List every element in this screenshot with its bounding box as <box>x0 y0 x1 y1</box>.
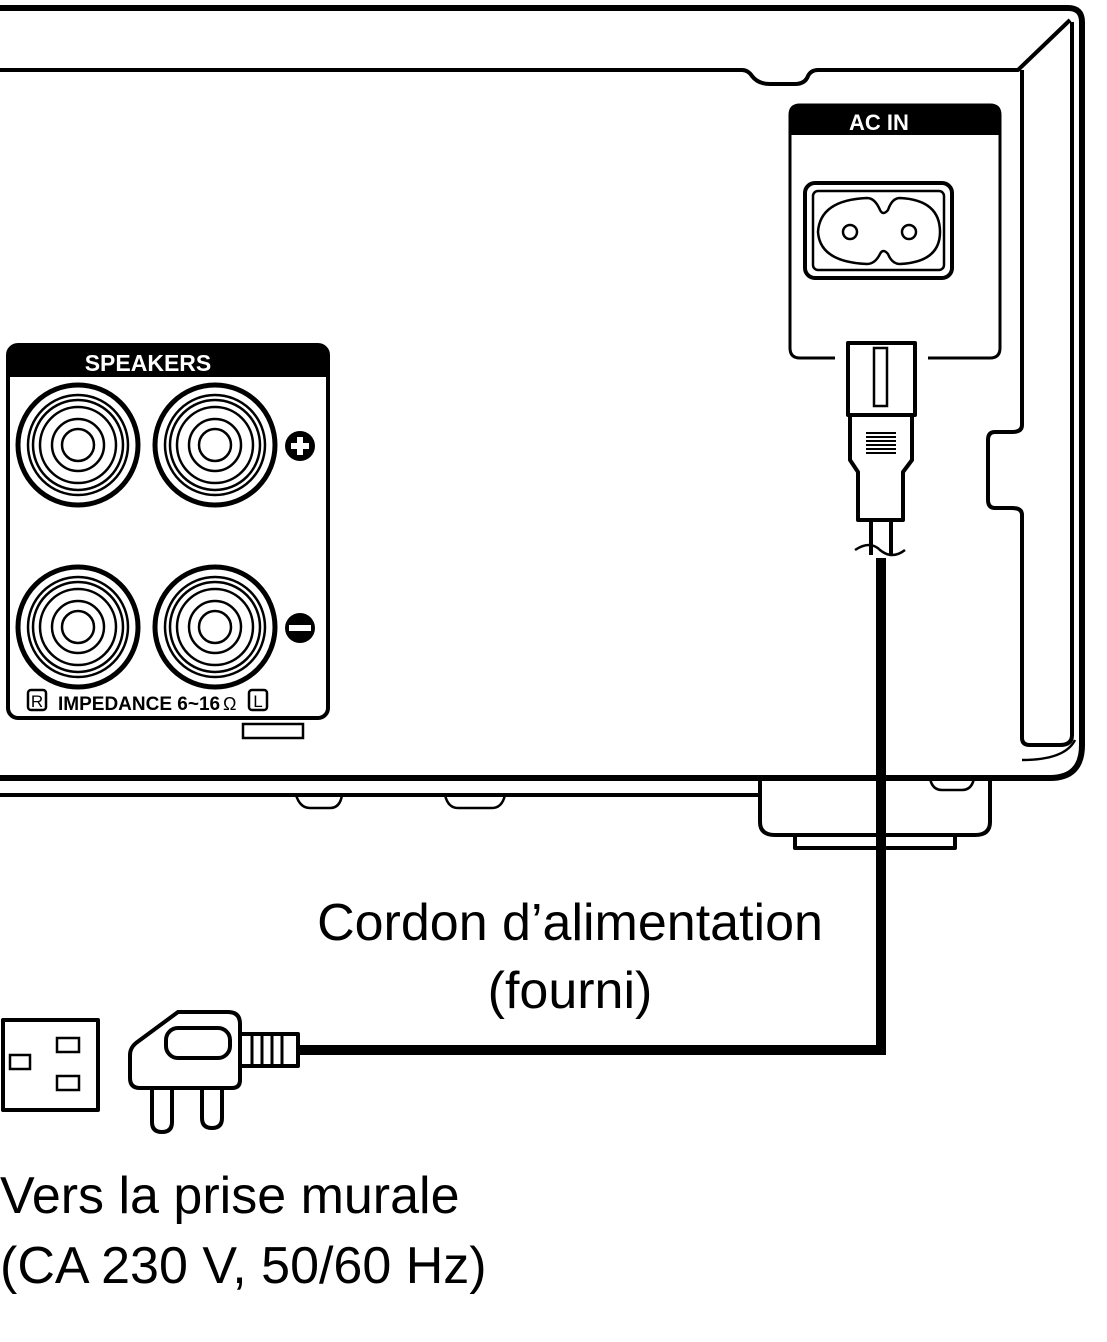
speakers-title: SPEAKERS <box>85 350 212 376</box>
power-cord-caption-line1: Cordon d’alimentation <box>317 894 823 952</box>
label-plate <box>241 722 305 740</box>
speaker-terminal-l-plus[interactable] <box>152 382 278 508</box>
left-channel-marker: L <box>253 692 262 711</box>
wall-outlet-icon <box>1 1018 100 1112</box>
ac-in-title: AC IN <box>849 110 909 135</box>
ac-in-header <box>790 105 1000 135</box>
speaker-terminal-r-minus[interactable] <box>15 564 141 690</box>
ac-inlet-socket <box>803 181 954 280</box>
plus-icon <box>285 431 315 461</box>
speakers-header <box>8 345 328 377</box>
speaker-terminal-l-minus[interactable] <box>152 564 278 690</box>
mains-plug-icon <box>128 1010 300 1134</box>
minus-icon <box>285 613 315 643</box>
ohm-symbol: Ω <box>223 694 236 714</box>
device-rear-chassis <box>0 5 1085 850</box>
iec-power-plug <box>846 341 917 557</box>
right-channel-box <box>26 688 48 712</box>
speaker-terminal-r-plus[interactable] <box>15 382 141 508</box>
ac-in-panel: AC IN <box>788 103 1002 360</box>
impedance-label: IMPEDANCE 6~16 <box>58 694 220 715</box>
power-cord-caption-line2: (fourni) <box>488 962 653 1020</box>
power-cord <box>298 558 886 1055</box>
speakers-panel: SPEAKERS R IMPEDANCE 6~16 Ω L <box>6 343 330 740</box>
wall-outlet-caption-line2: (CA 230 V, 50/60 Hz) <box>0 1237 487 1295</box>
left-channel-box <box>247 688 269 712</box>
right-channel-marker: R <box>31 692 43 711</box>
wall-outlet-caption-line1: Vers la prise murale <box>0 1167 460 1225</box>
